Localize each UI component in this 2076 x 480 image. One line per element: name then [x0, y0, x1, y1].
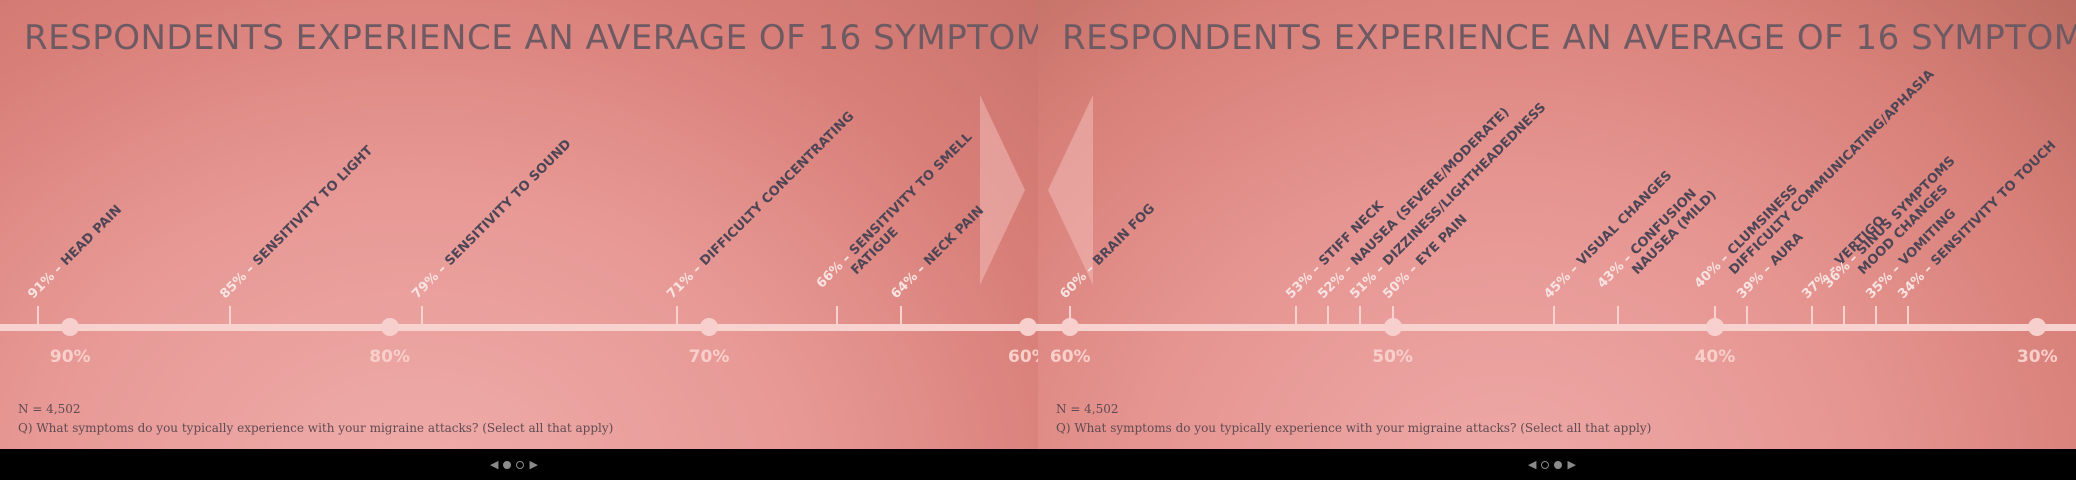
chevron-right-icon[interactable]: ▶	[529, 458, 538, 471]
data-point-label: 85% – SENSITIVITY TO LIGHT	[217, 143, 376, 302]
data-point-label: 79% – SENSITIVITY TO SOUND	[409, 137, 574, 302]
axis-tick-dot	[380, 318, 399, 336]
data-point-stem	[1875, 306, 1878, 324]
axis-tick-label: 90%	[49, 347, 91, 367]
data-point-name: SENSITIVITY TO LIGHT	[250, 143, 377, 269]
axis-tick-label: 50%	[1372, 347, 1413, 367]
data-point-stem	[1294, 306, 1297, 324]
data-point-stem	[1359, 306, 1362, 324]
data-point-stem	[1842, 306, 1845, 324]
survey-question-note: Q) What symptoms do you typically experi…	[18, 421, 614, 435]
chevron-left-icon[interactable]: ◀	[1528, 458, 1537, 471]
axis-tick-label: 30%	[2016, 347, 2058, 367]
data-point-name-secondary: DIFFICULTY COMMUNICATING/APHASIA	[1726, 66, 1938, 278]
axis-tick-dot	[1383, 318, 1402, 336]
data-point-stem	[1810, 306, 1813, 324]
data-point-stem	[37, 306, 40, 324]
axis-line	[1038, 324, 2076, 331]
axis-tick-label: 40%	[1694, 347, 1736, 367]
axis-line	[0, 324, 1038, 331]
pager-dot-1[interactable]	[1541, 460, 1550, 469]
data-point-stem	[676, 306, 679, 324]
chevron-left-icon[interactable]: ◀	[490, 458, 499, 471]
axis-tick-dot	[1061, 318, 1080, 336]
axis-tick-dot	[61, 318, 80, 336]
data-point-name: NECK PAIN	[921, 203, 987, 269]
prev-slide-arrow-icon[interactable]	[1048, 95, 1128, 285]
pager-dot-2[interactable]	[1554, 460, 1563, 469]
axis-tick-dot	[1019, 318, 1038, 336]
data-point-name: DIFFICULTY CONCENTRATING	[697, 109, 858, 269]
data-point-stem	[1617, 306, 1620, 324]
axis-tick-label: 70%	[688, 347, 730, 367]
data-point-stem	[899, 306, 902, 324]
data-point-name: SENSITIVITY TO SOUND	[441, 136, 575, 269]
data-point-label: 91% – HEAD PAIN	[26, 202, 126, 302]
data-point-name: DIZZINESS/LIGHTHEADEDNESS	[1380, 100, 1550, 269]
slide-right: RESPONDENTS EXPERIENCE AN AVERAGE OF 16 …	[1038, 0, 2076, 449]
chevron-right-icon[interactable]: ▶	[1567, 458, 1576, 471]
data-point-stem	[1907, 306, 1910, 324]
sample-size-note: N = 4,502	[1056, 402, 1119, 416]
data-point-name: HEAD PAIN	[58, 202, 126, 269]
axis-tick-dot	[2028, 318, 2047, 336]
data-point-stem	[1069, 306, 1072, 324]
slide-title: RESPONDENTS EXPERIENCE AN AVERAGE OF 16 …	[24, 18, 1038, 58]
sample-size-note: N = 4,502	[18, 402, 81, 416]
data-point-stem	[1391, 306, 1394, 324]
data-point-stem	[1746, 306, 1749, 324]
pager-dot-1[interactable]	[503, 460, 512, 469]
slide-left: RESPONDENTS EXPERIENCE AN AVERAGE OF 16 …	[0, 0, 1038, 449]
axis-tick-dot	[700, 318, 719, 336]
axis-tick-label: 60%	[1049, 347, 1091, 367]
slide-title: RESPONDENTS EXPERIENCE AN AVERAGE OF 16 …	[1062, 18, 2076, 58]
data-point-stem	[1327, 306, 1330, 324]
pager-dot-2[interactable]	[516, 460, 525, 469]
axis-tick-dot	[1705, 318, 1724, 336]
pager-left: ◀ ▶	[490, 449, 538, 480]
axis-tick-label: 80%	[369, 347, 410, 367]
pager-right: ◀ ▶	[1528, 449, 1576, 480]
next-slide-arrow-icon[interactable]	[980, 95, 1038, 285]
survey-question-note: Q) What symptoms do you typically experi…	[1056, 421, 1652, 435]
data-point-stem	[1552, 306, 1555, 324]
data-point-stem	[420, 306, 423, 324]
data-point-stem	[835, 306, 838, 324]
data-point-stem	[228, 306, 231, 324]
axis-tick-label: 60%	[1008, 347, 1038, 367]
data-point-stem	[1713, 306, 1716, 324]
